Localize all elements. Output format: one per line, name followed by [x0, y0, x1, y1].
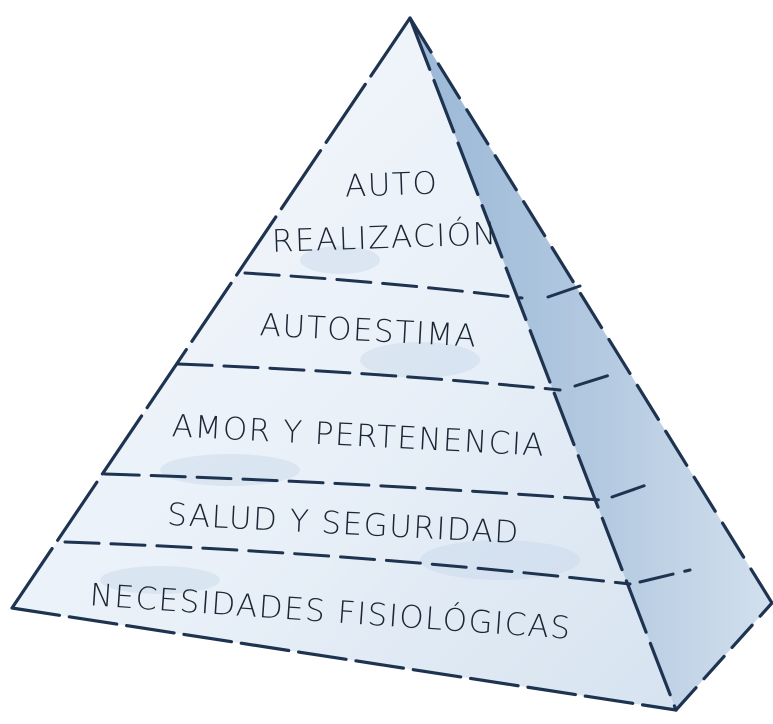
pyramid-base-front — [10, 606, 678, 712]
divider-line — [610, 481, 654, 499]
pyramid-side-face — [410, 18, 772, 710]
divider-line — [103, 472, 602, 502]
pyramid-left-edge — [10, 16, 412, 610]
divider-line — [243, 271, 524, 300]
divider-line — [176, 362, 562, 392]
divider-line — [546, 284, 582, 299]
divider-line — [638, 568, 692, 584]
level-label-autorealizacion-1: AUTO — [344, 165, 438, 204]
pyramid-center-edge — [408, 16, 678, 712]
divider-line — [63, 540, 632, 586]
divider-line — [573, 373, 612, 388]
watercolor-wash — [100, 246, 580, 594]
pyramid-front-face — [12, 18, 676, 710]
pyramid-right-edge — [408, 16, 773, 605]
pyramid-base-side — [674, 601, 773, 712]
level-label-autorealizacion-2: REALIZACIÓN — [271, 215, 498, 260]
